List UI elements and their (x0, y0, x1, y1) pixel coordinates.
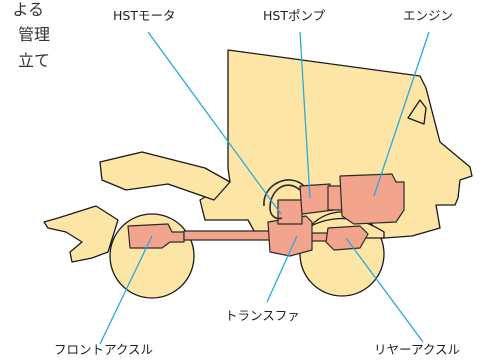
label-hst-motor: HSTモータ (113, 8, 175, 23)
leader-line-rear-axle (345, 237, 424, 343)
paragraph-fragment-2: 管理 (17, 25, 50, 44)
leader-line-engine (373, 31, 430, 197)
transfer-case (267, 215, 313, 257)
paragraph-fragment-1: よる (12, 0, 44, 19)
hood-detail (407, 99, 427, 125)
front-axle-housing (127, 223, 185, 249)
cab-and-chassis (199, 49, 473, 241)
label-engine: エンジン (403, 8, 453, 23)
label-hst-pump: HSTポンプ (263, 8, 326, 23)
leader-lines (99, 31, 430, 345)
bucket (43, 205, 119, 263)
label-front-axle: フロントアクスル (54, 342, 153, 357)
leader-line-hst-pump (299, 31, 311, 199)
hydraulic-hoses (263, 179, 305, 220)
pump-engine-coupling (327, 185, 343, 211)
paragraph-fragment-3: 立て (17, 51, 50, 70)
wheel-loader-body (43, 49, 473, 299)
leader-line-front-axle (99, 235, 153, 345)
leader-line-hst-motor (147, 31, 282, 215)
label-transfer: トランスファ (225, 308, 300, 323)
engine-block (339, 173, 405, 225)
lift-arm (99, 151, 231, 201)
rear-axle-housing (325, 225, 369, 251)
drivetrain (127, 173, 405, 257)
hst-motor-block (277, 199, 303, 225)
label-rear-axle: リヤーアクスル (374, 342, 460, 357)
propeller-shaft (183, 230, 271, 241)
leader-line-transfer (266, 235, 298, 303)
